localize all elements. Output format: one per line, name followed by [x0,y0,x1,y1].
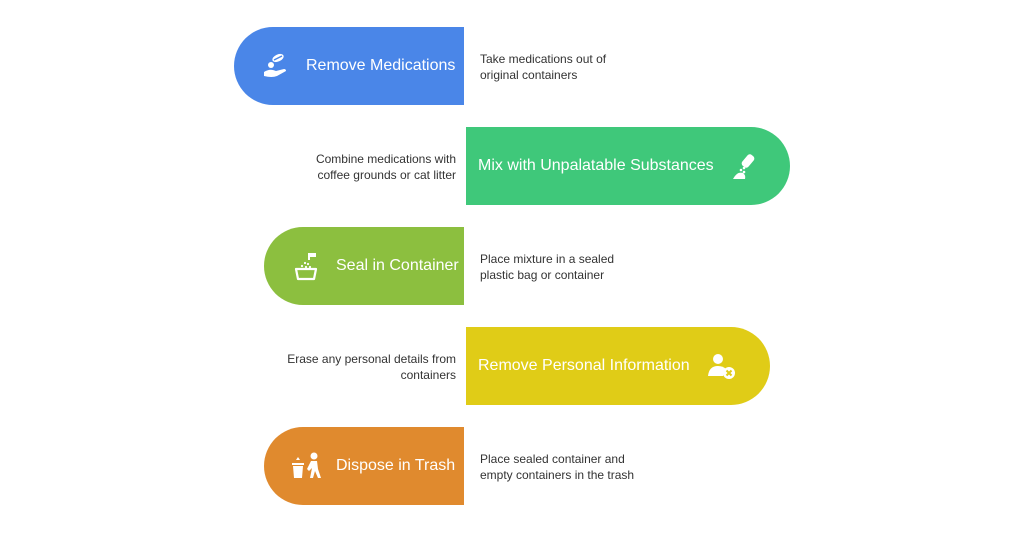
trash-dispose-icon [288,448,324,484]
step-description: Erase any personal details from containe… [287,352,456,382]
step-description: Combine medications with coffee grounds … [315,152,456,182]
step-pill: Seal in Container [264,227,466,305]
step-title: Seal in Container [336,257,459,274]
step-mix-substances: Mix with Unpalatable Substances Combine … [0,127,1024,207]
step-remove-medications: Remove Medications Take medications out … [0,27,1024,107]
step-title: Remove Medications [306,57,456,74]
step-seal-container: Seal in Container Place mixture in a sea… [0,227,1024,307]
step-description: Take medications out of original contain… [480,52,607,82]
pour-mix-icon [728,148,764,184]
step-pill: Mix with Unpalatable Substances [466,127,790,205]
step-title: Mix with Unpalatable Substances [478,157,714,174]
container-icon [288,248,324,284]
step-remove-personal-info: Remove Personal Information Erase any pe… [0,327,1024,407]
step-title: Dispose in Trash [336,457,456,474]
hand-pill-icon [258,48,294,84]
step-dispose-trash: Dispose in Trash Place sealed container … [0,427,1024,507]
step-pill: Dispose in Trash [264,427,466,505]
step-pill: Remove Medications [234,27,466,105]
step-description: Place mixture in a sealed plastic bag or… [480,252,615,282]
step-pill: Remove Personal Information [466,327,770,405]
step-title: Remove Personal Information [478,357,690,374]
step-description: Place sealed container and empty contain… [480,452,635,482]
remove-user-icon [704,348,740,384]
